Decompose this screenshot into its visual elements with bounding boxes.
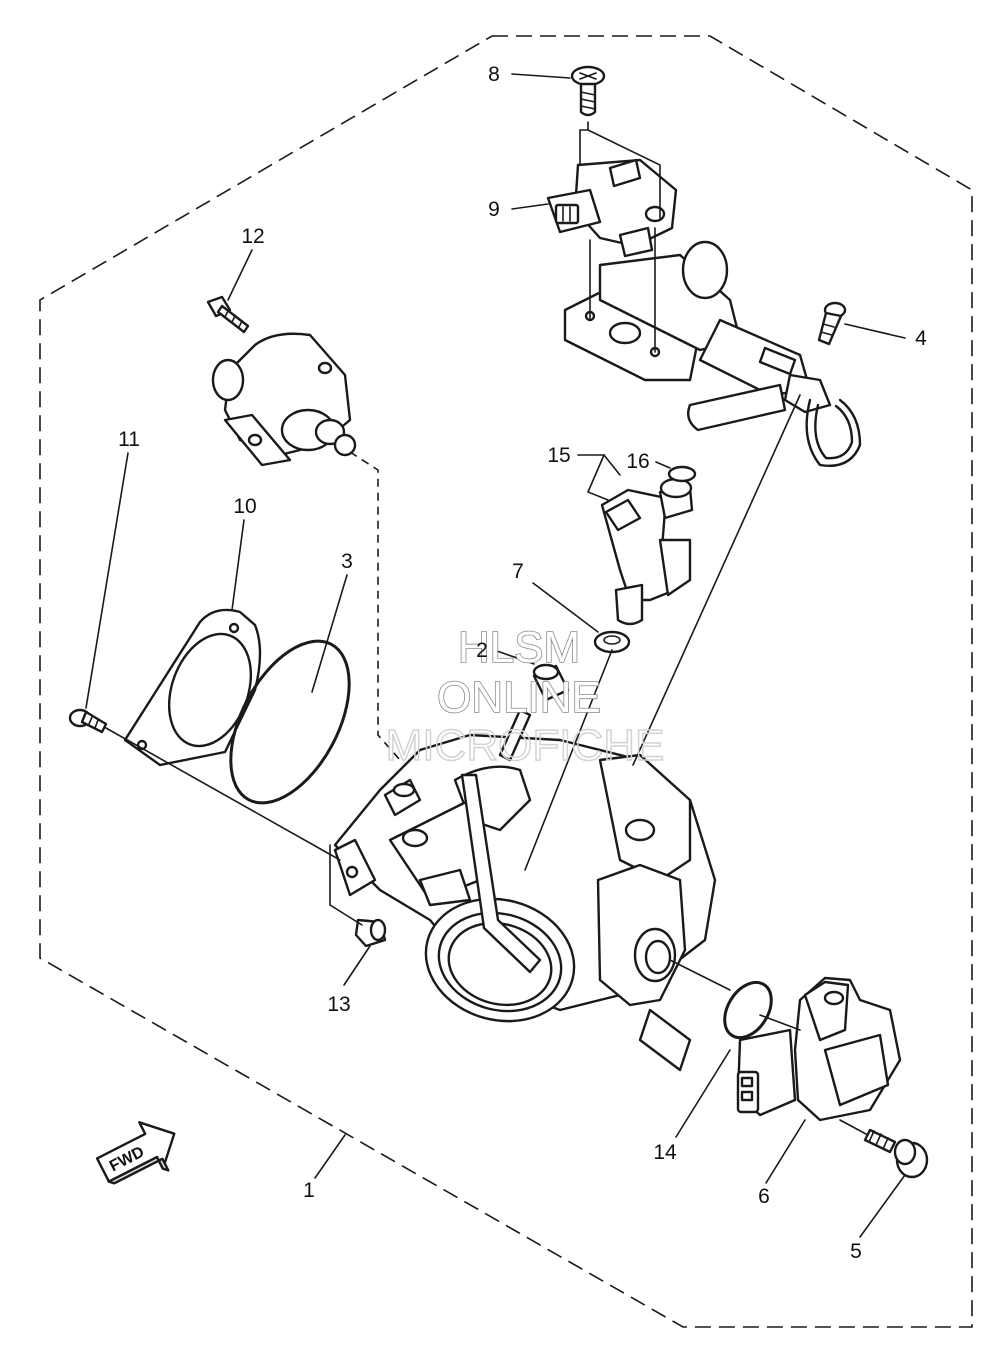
part-8-screw [570, 65, 606, 117]
watermark-line-2: ONLINE [437, 673, 601, 722]
part-15-injector [600, 477, 694, 626]
assembly-boundary [39, 35, 973, 1328]
guide-11-body [105, 727, 341, 861]
guide-4-body [632, 394, 801, 766]
callout-16: 16 [626, 450, 649, 473]
leader-15 [577, 454, 621, 501]
leader-3 [311, 574, 348, 693]
watermark-line-3: MICROFICHE [386, 721, 665, 770]
guide-tps-bolt [759, 1014, 801, 1031]
part-5-bolt [863, 1128, 929, 1179]
part-12-bolt [206, 295, 250, 334]
fuel-rail [563, 240, 862, 467]
leader-2 [496, 650, 535, 665]
part-4-screw [817, 301, 847, 346]
guide-injector-body [524, 649, 613, 871]
leader-10 [231, 519, 245, 611]
leader-7 [532, 582, 599, 633]
callout-7: 7 [512, 560, 524, 583]
watermark: HLSM ONLINE MICROFICHE [385, 622, 665, 771]
callout-13: 13 [327, 993, 350, 1016]
callout-3: 3 [341, 550, 353, 573]
leader-16 [655, 461, 671, 469]
part-6-tps [736, 976, 902, 1122]
guide-tps-body [669, 959, 731, 991]
callout-6: 6 [758, 1185, 770, 1208]
part-13-plug [354, 918, 387, 948]
part-14-o-ring [723, 980, 773, 1040]
callout-14: 14 [653, 1141, 677, 1164]
part-9-sensor [546, 158, 678, 258]
callout-15: 15 [547, 444, 570, 467]
callout-1: 1 [303, 1179, 315, 1202]
callout-12: 12 [241, 225, 264, 248]
leader-9 [511, 203, 549, 210]
part-3-o-ring [229, 639, 351, 805]
part-2-hose-joint [532, 663, 570, 702]
leader-11 [85, 452, 129, 709]
part-7-spacer [593, 630, 631, 654]
callout-9: 9 [488, 198, 500, 221]
leader-8 [511, 73, 571, 79]
leader-4 [844, 323, 906, 339]
leader-12 [227, 249, 253, 301]
callout-5: 5 [850, 1240, 862, 1263]
idle-speed-control-valve [211, 332, 357, 467]
leader-8-9 [579, 121, 661, 219]
callout-10: 10 [233, 495, 256, 518]
leader-14 [675, 1049, 731, 1138]
callout-4: 4 [915, 327, 927, 350]
guide-5-tps [839, 1119, 867, 1135]
watermark-line-1: HLSM [458, 623, 580, 672]
leader-1 [314, 1134, 346, 1179]
callout-11: 11 [118, 428, 140, 451]
throttle-body [333, 708, 717, 1072]
part-16-o-ring [667, 465, 697, 483]
callout-8: 8 [488, 63, 500, 86]
leader-13 [343, 945, 371, 986]
part-10-gasket-plate [123, 608, 262, 767]
leader-6 [765, 1119, 806, 1184]
dash-isc-body [349, 451, 401, 761]
part-11-screw [68, 708, 108, 734]
fwd-arrow: FWD [95, 1121, 176, 1185]
leader-5 [859, 1174, 906, 1238]
callout-2: 2 [476, 639, 488, 662]
guide-13-plug [329, 904, 363, 926]
